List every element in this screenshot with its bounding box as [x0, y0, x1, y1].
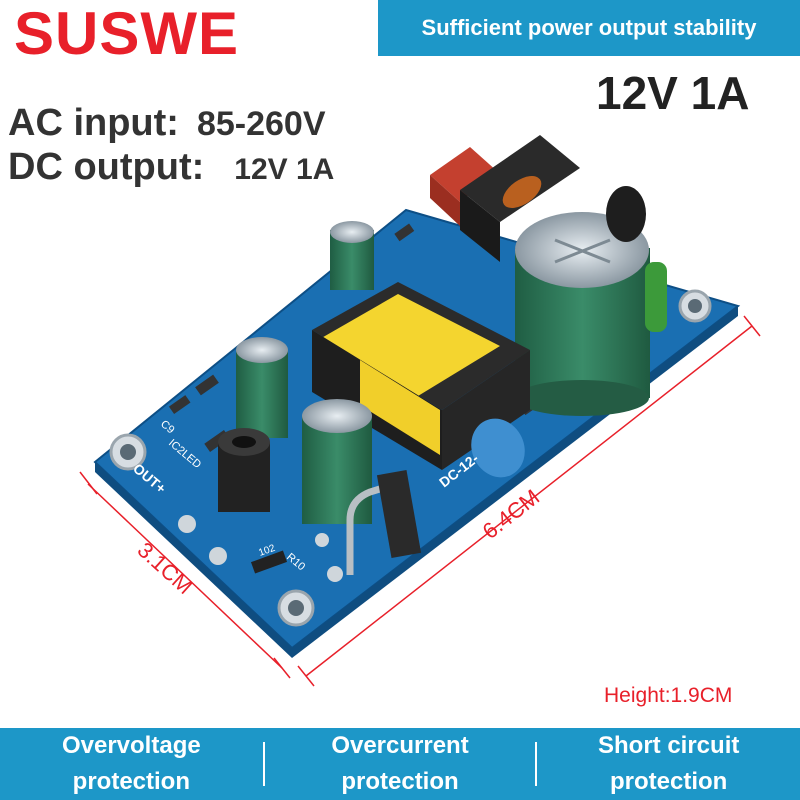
spec-label: AC input:	[8, 102, 179, 144]
brand-logo: SUSWE	[14, 0, 240, 67]
feature-divider	[535, 742, 538, 786]
y-capacitor	[471, 418, 525, 478]
fuse	[430, 147, 498, 202]
spec-value: 12V 1A	[234, 153, 335, 186]
fuse-side	[430, 175, 460, 226]
feature-overcurrent: Overcurrent protection	[331, 732, 469, 795]
x-capacitor	[645, 262, 667, 332]
feature-overvoltage: Overvoltage protection	[61, 732, 201, 795]
common-mode-choke	[460, 135, 580, 262]
dimension-lines	[79, 315, 761, 687]
features-bar: Overvoltage protection Overcurrent prote…	[0, 728, 800, 800]
feature-short-circuit: Short circuit protection	[598, 732, 740, 795]
height-dimension: Height:1.9CM	[604, 684, 733, 707]
inductor	[218, 428, 270, 512]
spec-ac-input: AC input: 85-260V	[8, 104, 326, 142]
spec-value: 85-260V	[196, 105, 326, 143]
product-image: OUT+ DC-12- R10 102 IC2LED C9 3.1CM 6.4C…	[79, 135, 761, 687]
spec-label: DC output:	[8, 146, 205, 188]
output-capacitors	[236, 221, 374, 524]
headline-banner: Sufficient power output stability	[378, 0, 800, 56]
component-lead	[346, 480, 398, 575]
rectifier-diode	[376, 470, 422, 558]
thermistor	[606, 186, 646, 242]
feature-divider	[262, 742, 265, 786]
transformer	[312, 282, 530, 470]
spec-dc-output: DC output: 12V 1A	[8, 148, 334, 186]
main-capacitor	[515, 212, 650, 416]
rating-label: 12V 1A	[596, 67, 750, 119]
